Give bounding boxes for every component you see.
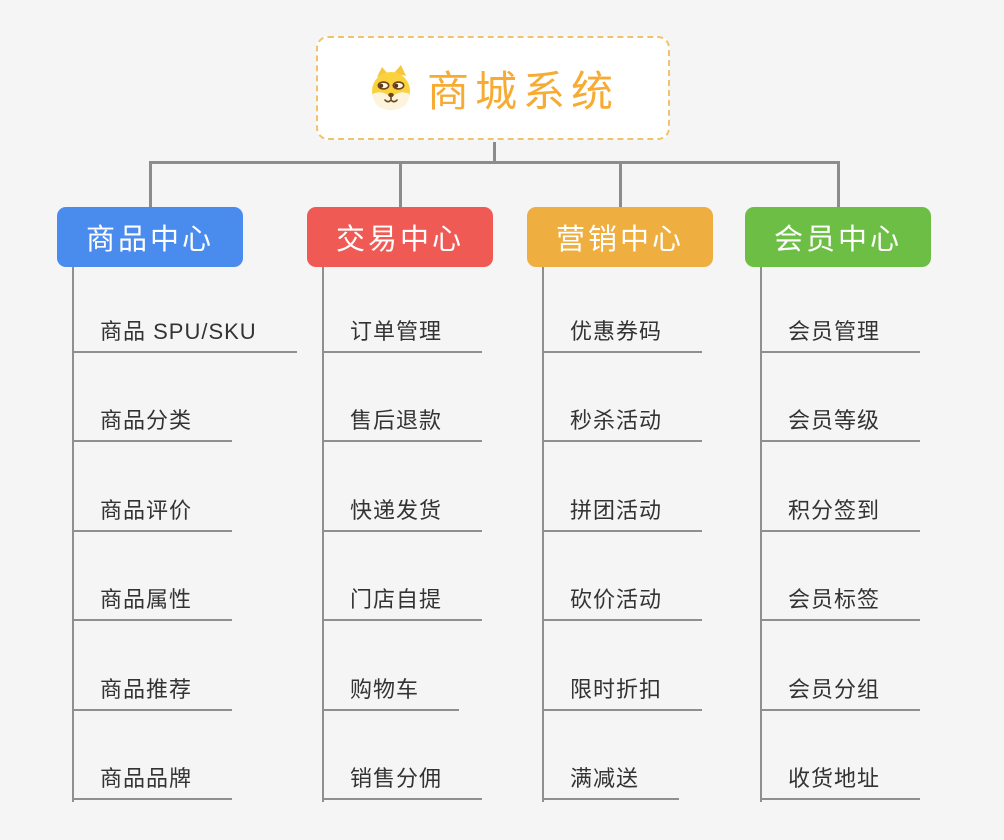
connector-drop-member [837, 161, 840, 207]
leaf-node[interactable]: 商品 SPU/SKU [72, 316, 297, 353]
leaf-node[interactable]: 订单管理 [322, 316, 483, 353]
leaf-node[interactable]: 满减送 [542, 763, 680, 800]
leaf-node[interactable]: 拼团活动 [542, 495, 703, 532]
branch-column-member: 会员中心 会员管理 会员等级 积分签到 会员标签 会员分组 收货地址 [745, 0, 1004, 840]
shiba-dog-icon [371, 65, 410, 110]
connector-drop-trade [399, 161, 402, 207]
branch-trunk-line [542, 267, 544, 802]
connector-drop-product [149, 161, 152, 207]
leaf-node[interactable]: 商品评价 [72, 495, 233, 532]
leaf-node[interactable]: 会员管理 [760, 316, 921, 353]
leaf-node[interactable]: 商品推荐 [72, 674, 233, 711]
leaf-node[interactable]: 销售分佣 [322, 763, 483, 800]
branch-column-product: 商品中心 商品 SPU/SKU 商品分类 商品评价 商品属性 商品推荐 商品品牌 [57, 0, 357, 840]
leaf-node[interactable]: 会员等级 [760, 405, 921, 442]
connector-drop-marketing [619, 161, 622, 207]
leaf-node[interactable]: 砍价活动 [542, 584, 703, 621]
branch-trunk-line [72, 267, 74, 802]
leaf-node[interactable]: 会员分组 [760, 674, 921, 711]
leaf-node[interactable]: 积分签到 [760, 495, 921, 532]
leaf-node[interactable]: 会员标签 [760, 584, 921, 621]
leaf-node[interactable]: 商品分类 [72, 405, 233, 442]
connector-root-stub [493, 142, 496, 164]
branch-trunk-line [322, 267, 324, 802]
root-node[interactable]: 商城系统 [316, 36, 670, 140]
branch-trunk-line [760, 267, 762, 802]
leaf-node[interactable]: 售后退款 [322, 405, 483, 442]
leaf-node[interactable]: 限时折扣 [542, 674, 703, 711]
branch-node-member-center[interactable]: 会员中心 [745, 207, 931, 267]
branch-column-trade: 交易中心 订单管理 售后退款 快递发货 门店自提 购物车 销售分佣 [307, 0, 607, 840]
leaf-node[interactable]: 快递发货 [322, 495, 483, 532]
leaf-node[interactable]: 购物车 [322, 674, 460, 711]
leaf-node[interactable]: 优惠券码 [542, 316, 703, 353]
root-title: 商城系统 [426, 67, 619, 115]
branch-node-marketing-center[interactable]: 营销中心 [527, 207, 713, 267]
branch-node-trade-center[interactable]: 交易中心 [307, 207, 493, 267]
leaf-node[interactable]: 商品属性 [72, 584, 233, 621]
leaf-node[interactable]: 门店自提 [322, 584, 483, 621]
leaf-node[interactable]: 商品品牌 [72, 763, 233, 800]
connector-horizontal [149, 161, 840, 164]
leaf-node[interactable]: 秒杀活动 [542, 405, 703, 442]
branch-column-marketing: 营销中心 优惠券码 秒杀活动 拼团活动 砍价活动 限时折扣 满减送 [527, 0, 827, 840]
branch-node-product-center[interactable]: 商品中心 [57, 207, 243, 267]
leaf-node[interactable]: 收货地址 [760, 763, 921, 800]
